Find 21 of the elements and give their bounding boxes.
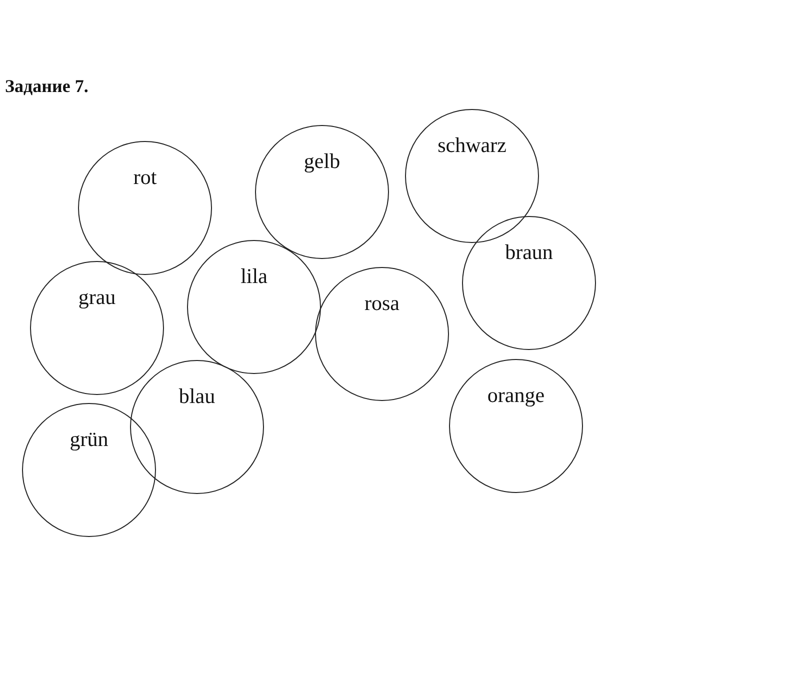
circle: [405, 109, 539, 243]
color-word: orange: [487, 384, 545, 406]
color-word: rot: [133, 166, 157, 188]
color-word: grau: [78, 286, 116, 308]
color-word: schwarz: [438, 134, 506, 156]
color-word: grün: [70, 428, 108, 450]
color-word: gelb: [304, 150, 340, 172]
color-word: blau: [178, 385, 216, 407]
circle: [449, 359, 583, 493]
circle: [315, 267, 449, 401]
circle: [22, 403, 156, 537]
task-heading: Задание 7.: [5, 76, 88, 97]
circle: [130, 360, 264, 494]
color-word: lila: [240, 265, 268, 287]
color-word: braun: [505, 241, 553, 263]
color-word: rosa: [364, 292, 400, 314]
circle: [78, 141, 212, 275]
circle: [30, 261, 164, 395]
circle: [255, 125, 389, 259]
circle: [462, 216, 596, 350]
circle: [187, 240, 321, 374]
